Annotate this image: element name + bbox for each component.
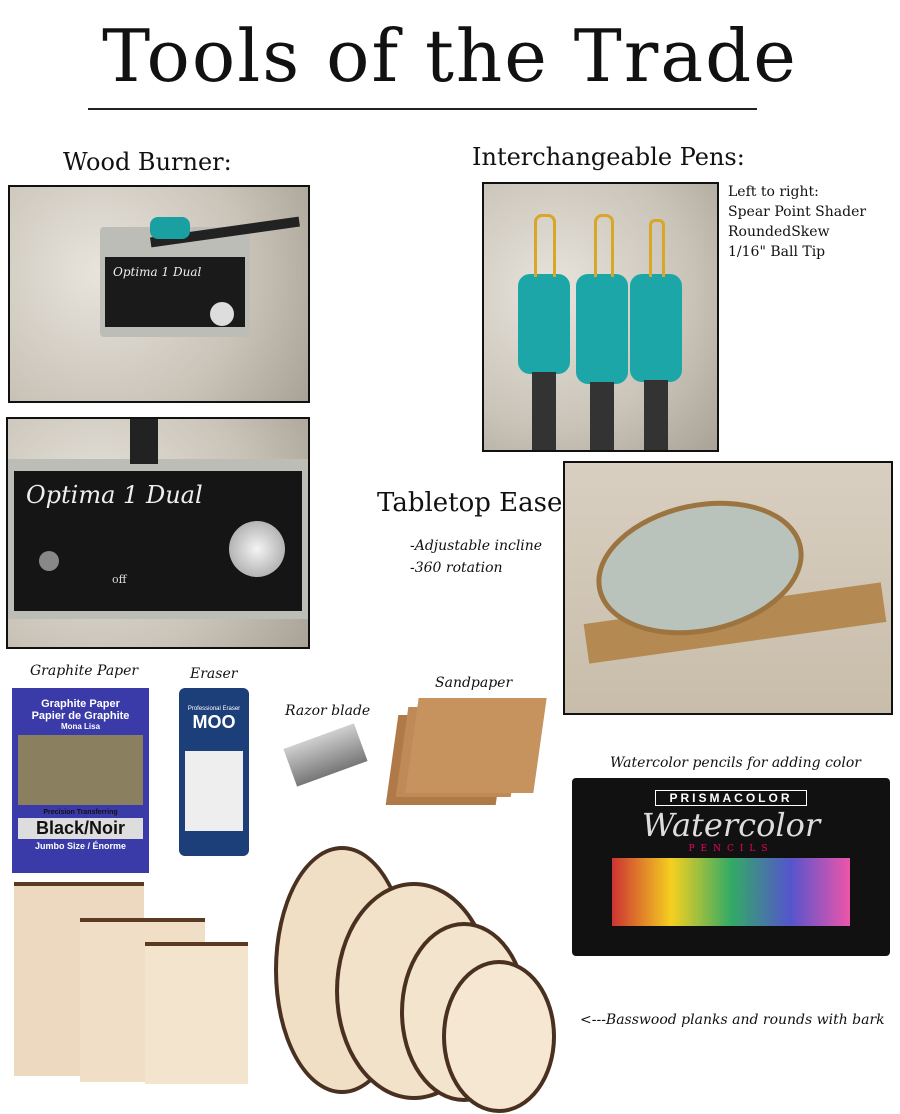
pkg-color: Black/Noir [18, 818, 143, 839]
tin-brand: PRISMACOLOR [655, 790, 807, 806]
pens-photo [482, 182, 719, 452]
pens-caption-line: 1/16" Ball Tip [728, 244, 826, 260]
easel-bullet: -Adjustable incline [410, 538, 543, 554]
pen-grip-2 [576, 274, 628, 384]
eraser-sticks [185, 751, 243, 831]
title-divider [88, 108, 757, 110]
pens-caption-line: Left to right: [728, 184, 819, 200]
pen-grip-1 [518, 274, 570, 374]
burner-box-closeup: Optima 1 Dual off [8, 459, 308, 619]
eraser-brand: MOO [192, 712, 236, 732]
burner-box: Optima 1 Dual [100, 227, 250, 337]
pen-tip-1 [534, 214, 556, 277]
pen-tip-3 [649, 219, 665, 277]
pen-grip [150, 217, 190, 239]
page-title: Tools of the Trade [102, 14, 798, 98]
pkg-note: Precision Transferring [43, 809, 118, 816]
graphite-paper-package: Graphite Paper Papier de Graphite Mona L… [12, 688, 149, 873]
easel-heading: Tabletop Easel [377, 488, 571, 518]
pkg-size: Jumbo Size / Énorme [34, 841, 127, 851]
pkg-line: Papier de Graphite [31, 710, 130, 722]
razor-blade-image [283, 723, 368, 787]
tin-product: Watercolor [641, 806, 821, 844]
basswood-caption: <---Basswood planks and rounds with bark [580, 1012, 885, 1028]
dial-icon [210, 302, 234, 326]
watercolor-label: Watercolor pencils for adding color [610, 755, 861, 771]
pen-shaft-2 [590, 382, 614, 450]
burner-panel: Optima 1 Dual off [14, 471, 302, 611]
switch-off-label: off [112, 573, 127, 586]
basswood-plank-small [145, 942, 248, 1084]
pens-caption-line: Spear Point Shader [728, 204, 867, 220]
easel-bullet: -360 rotation [410, 560, 503, 576]
wood-burner-closeup-photo: Optima 1 Dual off [6, 417, 310, 649]
eraser-package: Professional Eraser MOO [179, 688, 249, 856]
pen-tip-2 [594, 214, 614, 277]
eraser-label: Eraser [190, 666, 238, 682]
watercolor-pencils-tin: PRISMACOLOR Watercolor PENCILS [572, 778, 890, 956]
basswood-round-4 [442, 960, 556, 1113]
pens-caption-line: RoundedSkew [728, 224, 830, 240]
pen-shaft-1 [532, 372, 556, 450]
pens-heading: Interchangeable Pens: [472, 143, 745, 171]
tin-sub: PENCILS [688, 844, 774, 854]
sandpaper-label: Sandpaper [435, 675, 513, 691]
wood-burner-photo: Optima 1 Dual [8, 185, 310, 403]
pen-holder [130, 419, 158, 464]
pen-shaft-3 [644, 380, 668, 450]
graphite-label: Graphite Paper [30, 663, 139, 679]
pkg-image [18, 735, 143, 805]
pkg-line: Graphite Paper [41, 698, 120, 710]
pens-caption: Left to right: Spear Point Shader Rounde… [728, 182, 866, 262]
pen-grip-3 [630, 274, 682, 382]
jack-icon [39, 551, 59, 571]
burner-label-closeup: Optima 1 Dual [26, 481, 203, 509]
easel-photo [563, 461, 893, 715]
wood-burner-heading: Wood Burner: [63, 148, 232, 176]
temperature-dial-icon [229, 521, 285, 577]
sandpaper-sheet [405, 698, 547, 793]
pkg-brand: Mona Lisa [60, 722, 101, 731]
tin-artwork [612, 858, 850, 926]
eraser-sub: Professional Eraser [187, 706, 241, 712]
razor-label: Razor blade [285, 703, 371, 719]
